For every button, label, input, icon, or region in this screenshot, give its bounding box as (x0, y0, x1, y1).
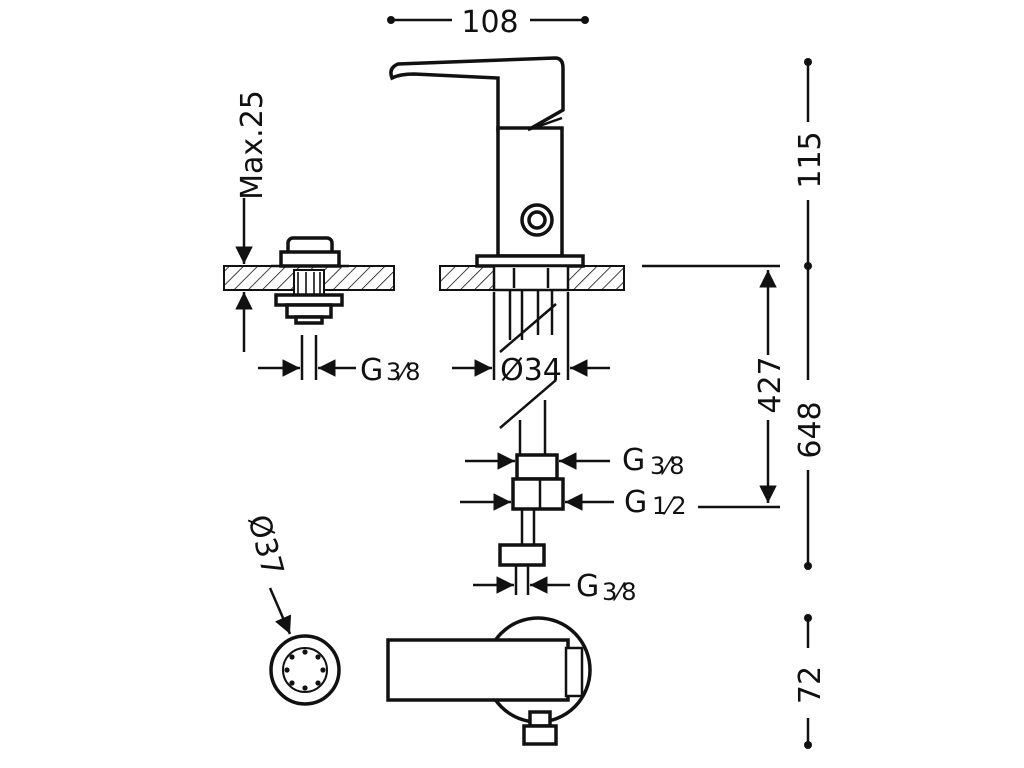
aerator-plan-view: Ø37 (240, 511, 341, 706)
hose-height-dimension: 427 (642, 264, 788, 509)
body-diameter-label: Ø34 (500, 353, 562, 388)
rod-thread-frac: 3⁄8 (386, 358, 421, 386)
faucet-plan-view (386, 616, 592, 746)
rod-thread-g: G (360, 353, 383, 388)
plan-depth-dimension: 72 (793, 614, 828, 749)
bottom-thread-frac: 3⁄8 (602, 578, 637, 606)
upper-thread-dimension: G 3⁄8 (465, 443, 685, 480)
height-dimensions: 115 648 (793, 58, 828, 570)
width-label: 108 (461, 5, 518, 40)
hose-height-label: 427 (753, 356, 788, 413)
bottom-thread-g: G (576, 569, 599, 604)
upper-thread-g: G (622, 443, 645, 478)
rod-thread-dimension: G 3⁄8 (258, 335, 421, 388)
hose-thread-dimension: G 1⁄2 (460, 485, 687, 520)
max-deck-label: Max.25 (235, 90, 270, 200)
hose-thread-g: G (624, 485, 647, 520)
bottom-thread-dimension: G 3⁄8 (473, 569, 637, 606)
spout-height-label: 115 (793, 131, 828, 188)
width-dimension: 108 (387, 5, 589, 40)
total-height-label: 648 (793, 401, 828, 458)
max-deck-dimension: Max.25 (235, 90, 270, 352)
body-diameter-dimension: Ø34 (452, 292, 610, 388)
aerator-diameter-label: Ø37 (240, 511, 290, 580)
lift-rod-knob (271, 236, 349, 325)
faucet-body (389, 56, 585, 595)
upper-thread-frac: 3⁄8 (650, 452, 685, 480)
plan-depth-label: 72 (793, 666, 828, 704)
hose-thread-frac: 1⁄2 (652, 492, 687, 520)
